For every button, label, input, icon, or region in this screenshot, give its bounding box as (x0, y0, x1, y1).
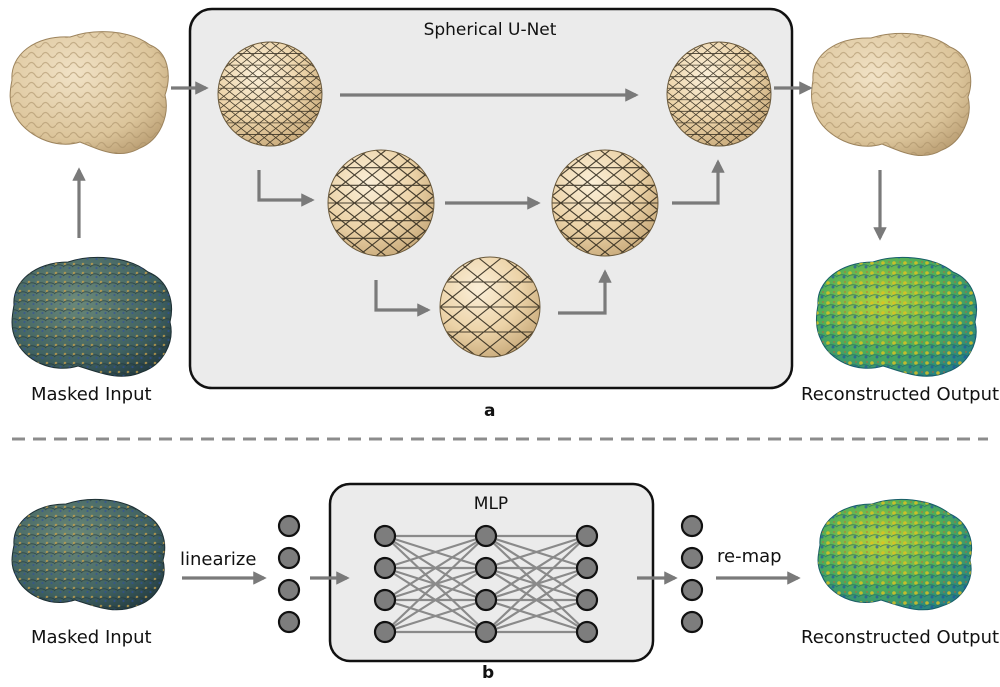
reconstructed-output-label-a: Reconstructed Output (801, 384, 1000, 405)
output-vector-node (680, 514, 704, 538)
mlp-connection (384, 535, 487, 633)
input-vector-node (277, 514, 301, 538)
mlp-node-layer3 (575, 588, 599, 612)
sphere-level2-decoder (551, 149, 659, 257)
mlp-connection (485, 567, 588, 633)
sphere-level3-bottleneck (439, 256, 541, 358)
input-vector-node (277, 578, 301, 602)
mlp-network (373, 524, 599, 644)
arrow-up-level2-to-1 (672, 159, 725, 205)
mlp-node-layer1 (373, 588, 397, 612)
spherical-unet-box (188, 7, 794, 390)
brain-mesh-output (811, 32, 972, 157)
mlp-connection (485, 535, 588, 601)
input-vector-node (277, 546, 301, 570)
mlp-node-layer2 (474, 556, 498, 580)
mlp-connection (384, 534, 487, 570)
panel-a-letter: a (484, 401, 496, 421)
input-vector-node (277, 610, 301, 634)
spherical-unet-title: Spherical U-Net (423, 20, 557, 40)
panel-a (9, 7, 978, 390)
brain-reconstructed-output-b (817, 498, 973, 611)
arrow-down-level1-to-2 (257, 170, 315, 207)
panel-b-letter: b (482, 663, 495, 683)
mlp-node-layer1 (373, 524, 397, 548)
reconstructed-output-label-b: Reconstructed Output (801, 627, 1000, 648)
masked-input-label-a: Masked Input (31, 384, 152, 405)
mlp-title: MLP (473, 494, 509, 514)
vectors (277, 514, 704, 634)
brain-masked-input-b (11, 498, 166, 611)
mlp-connection (485, 598, 588, 634)
mlp-node-layer2 (474, 524, 498, 548)
unet-spheres (217, 41, 772, 358)
arrow-down-level2-to-3 (374, 280, 431, 317)
mlp-connection (485, 535, 588, 633)
mlp-connection (384, 567, 487, 633)
mlp-connection (384, 535, 487, 601)
brain-masked-input-a (11, 256, 173, 377)
output-vector-node (680, 546, 704, 570)
mlp-node-layer3 (575, 524, 599, 548)
mlp-node-layer2 (474, 620, 498, 644)
panel-b (11, 482, 973, 663)
arrow-up-level3-to-2 (558, 269, 612, 315)
linearize-label: linearize (180, 549, 257, 570)
mlp-connection (485, 534, 588, 570)
brain-mesh-input (9, 31, 169, 155)
mlp-node-layer3 (575, 620, 599, 644)
output-vector-node (680, 578, 704, 602)
mlp-node-layer1 (373, 556, 397, 580)
brain-reconstructed-output-a (815, 256, 978, 377)
output-vector-node (680, 610, 704, 634)
remap-label: re-map (717, 546, 782, 567)
masked-input-label-b: Masked Input (31, 627, 152, 648)
mlp-node-layer2 (474, 588, 498, 612)
mlp-node-layer1 (373, 620, 397, 644)
mlp-connection (384, 598, 487, 634)
mlp-node-layer3 (575, 556, 599, 580)
